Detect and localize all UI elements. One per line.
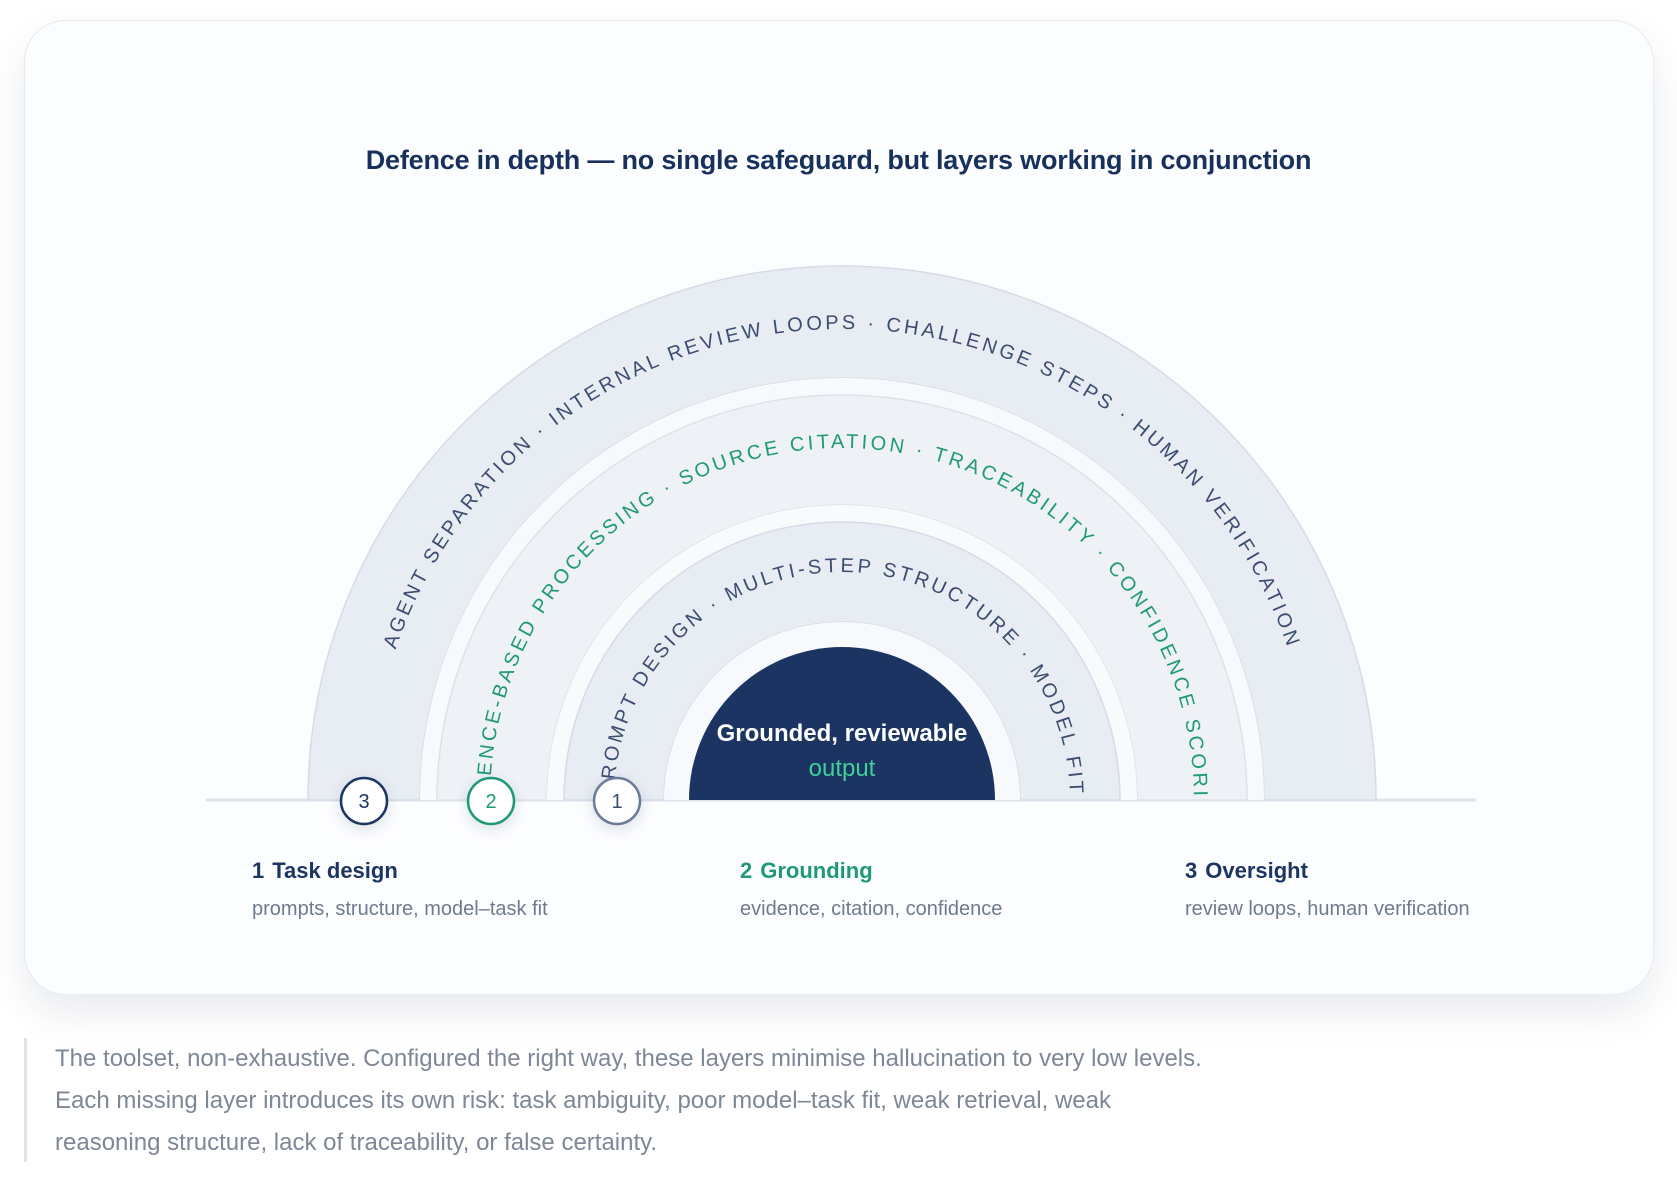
svg-text:3: 3 bbox=[358, 791, 369, 813]
legend-grounding: 2 Grounding evidence, citation, confidenc… bbox=[740, 858, 1002, 921]
legend-number: 1 bbox=[252, 858, 265, 883]
inner-gap bbox=[664, 622, 1020, 800]
caption-line: The toolset, non-exhaustive. Configured … bbox=[55, 1045, 1202, 1072]
legend-number: 3 bbox=[1185, 858, 1198, 883]
svg-text:1: 1 bbox=[611, 791, 622, 813]
legend-task-design: 1 Task design prompts, structure, model–t… bbox=[252, 858, 548, 921]
marker-1: 1 bbox=[592, 776, 642, 826]
marker-2: 2 bbox=[466, 776, 516, 826]
marker-3: 3 bbox=[339, 776, 389, 826]
core-label-line1: Grounded, reviewable bbox=[717, 720, 968, 747]
legend-number: 2 bbox=[740, 858, 753, 883]
diagram-title: Defence in depth — no single safeguard, … bbox=[365, 145, 1312, 175]
caption-note: The toolset, non-exhaustive. Configured … bbox=[24, 1038, 1324, 1162]
legend-title: Oversight bbox=[1205, 858, 1308, 883]
legend-title: Task design bbox=[272, 858, 398, 883]
core-label-line2: output bbox=[809, 755, 876, 782]
legend-subtitle: evidence, citation, confidence bbox=[740, 898, 1003, 920]
core-semicircle bbox=[689, 647, 995, 800]
caption-line: Each missing layer introduces its own ri… bbox=[55, 1087, 1111, 1114]
legend-title: Grounding bbox=[760, 858, 873, 883]
legend-subtitle: review loops, human verification bbox=[1185, 898, 1470, 920]
legend-oversight: 3 Oversight review loops, human verificat… bbox=[1185, 858, 1470, 921]
legend-subtitle: prompts, structure, model–task fit bbox=[252, 898, 548, 920]
svg-text:2: 2 bbox=[485, 791, 496, 813]
caption-line: reasoning structure, lack of traceabilit… bbox=[55, 1129, 658, 1156]
